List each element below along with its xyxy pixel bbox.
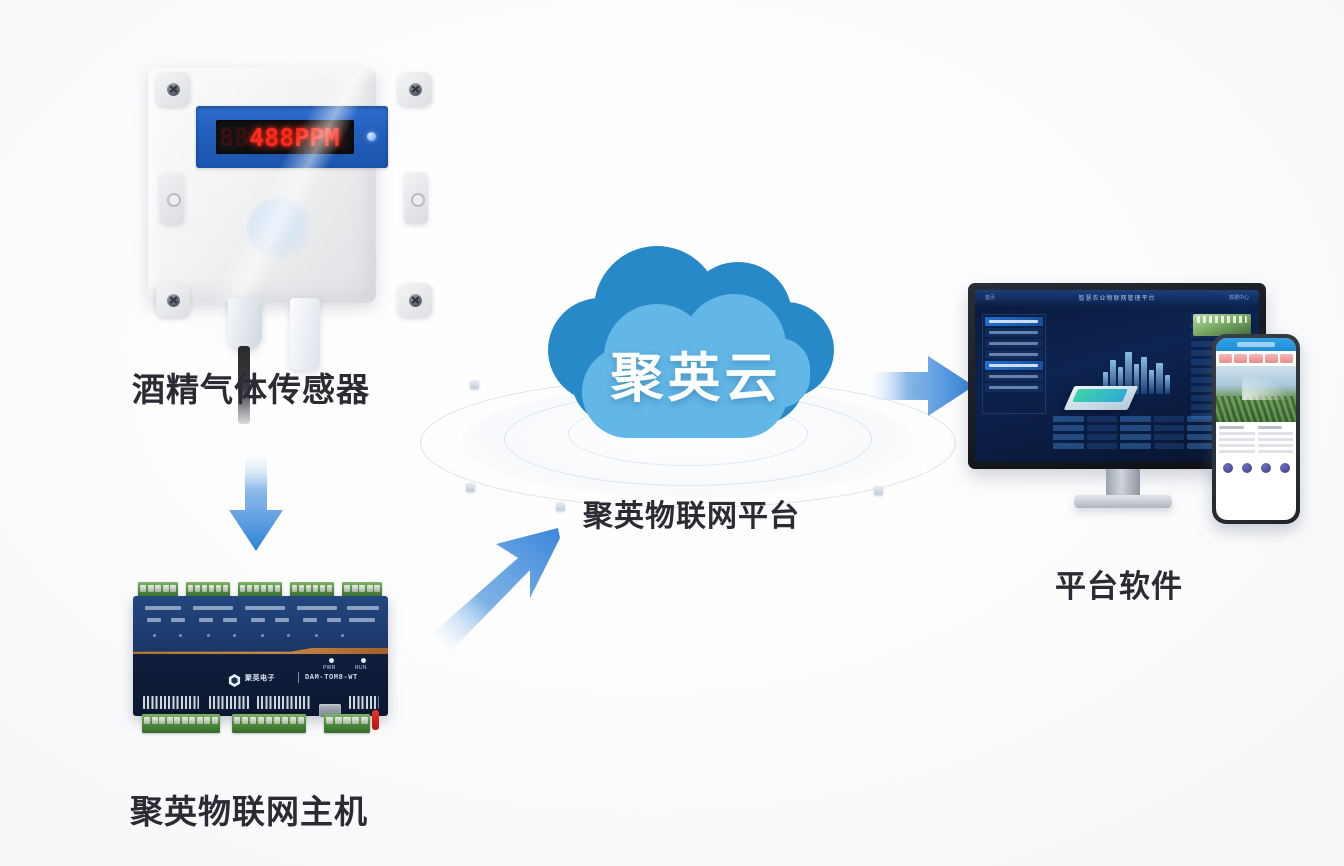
dashboard-sidebar[interactable] [982, 314, 1046, 414]
arrow-cloud-to-platform [866, 352, 976, 422]
arrow-sensor-to-host [228, 452, 284, 552]
dashboard-title: 智慧农业物联网管理平台 [1078, 296, 1156, 302]
sensor-probe-filter [290, 298, 320, 370]
sensor-led-readout: 88 488 PPM [216, 120, 354, 154]
sensor-mount-left [160, 172, 184, 224]
iot-host-controller: PWR RUN 聚英电子 DAM-TOM8-WT [120, 578, 405, 753]
sensor-screw-bottom-left [156, 283, 190, 317]
sensor-screw-top-left [156, 72, 190, 106]
sensor-cable [238, 346, 250, 424]
cloud-logo-text: 聚英云 [610, 348, 782, 409]
controller-pcb: PWR RUN 聚英电子 DAM-TOM8-WT [133, 596, 388, 717]
sidebar-row-1[interactable] [985, 317, 1043, 326]
terminal-block-top-1 [138, 582, 178, 599]
terminal-block-bottom-1 [142, 714, 220, 733]
app-nav-item[interactable] [1234, 354, 1248, 363]
pool-model-graphic [1063, 386, 1139, 410]
app-control-buttons[interactable] [1216, 460, 1296, 480]
platform-mobile-app [1212, 334, 1300, 524]
board-label-divider [298, 672, 299, 683]
pcb-upper-section [133, 596, 388, 652]
app-control-icon[interactable] [1257, 463, 1274, 474]
app-info-cards [1216, 422, 1296, 460]
cloud-caption: 聚英物联网平台 [583, 499, 800, 534]
sidebar-row-2[interactable] [985, 328, 1043, 337]
sensor-enclosure: 88 488 PPM [148, 68, 432, 317]
app-camera-photo[interactable] [1216, 366, 1296, 422]
sensor-display-panel: 88 488 PPM [196, 106, 388, 168]
run-led-label: RUN [355, 665, 367, 671]
app-nav-item[interactable] [1219, 354, 1233, 363]
run-led-icon [361, 658, 366, 663]
monitor-screen: 智慧农业物联网管理平台 首页 数据中心 [975, 290, 1259, 462]
terminal-block-bottom-3 [324, 714, 370, 733]
phone-screen [1216, 338, 1296, 520]
brand-logo-icon [228, 674, 241, 687]
sensor-probe-cable-housing [228, 298, 262, 350]
readout-unit: PPM [294, 122, 340, 152]
orbit-node-3 [874, 486, 883, 495]
status-led-icon [367, 132, 376, 141]
platform-monitor: 智慧农业物联网管理平台 首页 数据中心 [968, 283, 1278, 523]
sensor-screw-bottom-right [398, 283, 432, 317]
terminal-block-top-2 [186, 582, 230, 599]
sidebar-row-7[interactable] [985, 383, 1043, 392]
monitor-stand-neck [1106, 469, 1140, 499]
power-led-label: PWR [323, 665, 336, 671]
phone-body [1212, 334, 1300, 524]
app-control-icon[interactable] [1238, 463, 1255, 474]
dashboard-camera-thumbnail[interactable] [1193, 314, 1251, 336]
monitor-stand-base [1074, 495, 1172, 508]
readout-dim-digits: 88 [219, 122, 250, 152]
sidebar-row-5[interactable] [985, 361, 1043, 370]
sensor-mount-right [404, 172, 428, 224]
dashboard-3d-view [1051, 316, 1185, 420]
dashboard-header: 智慧农业物联网管理平台 首页 数据中心 [975, 290, 1259, 307]
terminal-block-top-4 [290, 582, 334, 599]
terminal-block-bottom-2 [232, 714, 306, 733]
usb-port [319, 704, 341, 717]
app-nav-item[interactable] [1264, 354, 1278, 363]
cloud-platform-graphic: 聚英云 [408, 240, 968, 511]
sidebar-row-3[interactable] [985, 339, 1043, 348]
antenna-indicator [372, 710, 379, 730]
orbit-node-1 [466, 483, 475, 492]
sidebar-row-4[interactable] [985, 350, 1043, 359]
host-caption: 聚英物联网主机 [130, 792, 368, 831]
app-nav-item[interactable] [1249, 354, 1263, 363]
power-led-icon [329, 658, 334, 663]
cloud-shape [542, 246, 842, 442]
sensor-lens [248, 198, 310, 260]
dashboard-nav-right[interactable]: 数据中心 [1228, 295, 1249, 301]
app-card-right[interactable] [1257, 426, 1293, 456]
app-header [1216, 338, 1296, 351]
terminal-block-top-3 [238, 582, 282, 599]
sensor-screw-top-right [398, 72, 432, 106]
platform-caption: 平台软件 [1055, 569, 1183, 605]
orbit-node-2 [556, 502, 565, 511]
app-card-left[interactable] [1219, 426, 1255, 456]
alcohol-gas-sensor-device: 88 488 PPM [118, 58, 432, 424]
board-brand-text: 聚英电子 [245, 675, 275, 682]
dashboard-nav-left[interactable]: 首页 [985, 295, 996, 301]
app-control-icon[interactable] [1276, 463, 1293, 474]
arrow-host-to-cloud [434, 524, 566, 654]
board-model-text: DAM-TOM8-WT [305, 674, 358, 682]
app-control-icon[interactable] [1219, 463, 1236, 474]
app-nav-item[interactable] [1279, 354, 1294, 363]
orbit-node-5 [470, 380, 479, 389]
sidebar-row-6[interactable] [985, 372, 1043, 381]
app-nav-row[interactable] [1216, 351, 1296, 366]
sensor-caption: 酒精气体传感器 [132, 370, 370, 409]
monitor-bezel: 智慧农业物联网管理平台 首页 数据中心 [968, 283, 1266, 469]
readout-value: 488 [249, 122, 295, 152]
terminal-block-top-5 [342, 582, 382, 599]
